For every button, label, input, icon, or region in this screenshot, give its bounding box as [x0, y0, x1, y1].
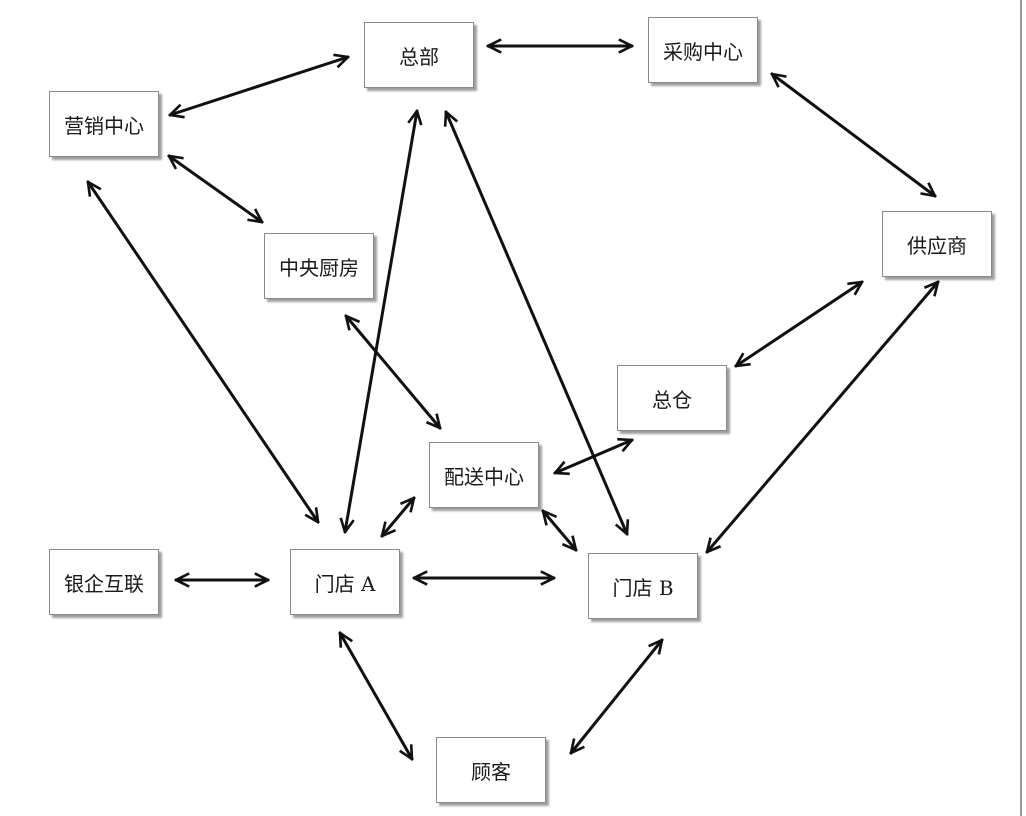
connection-arrow — [169, 156, 262, 222]
node-store-b: 门店 B — [588, 553, 698, 619]
node-marketing: 营销中心 — [49, 91, 159, 157]
node-distribution-center: 配送中心 — [429, 442, 539, 508]
node-supplier: 供应商 — [882, 211, 992, 277]
connection-arrow — [707, 282, 938, 552]
node-customer: 顾客 — [436, 737, 546, 803]
connection-arrow — [543, 511, 576, 550]
connection-arrow — [772, 74, 935, 196]
connection-arrow — [88, 182, 318, 522]
node-store-a: 门店 A — [290, 549, 400, 615]
connection-arrow — [345, 111, 417, 532]
connection-arrow — [346, 316, 440, 428]
connection-arrow — [338, 633, 414, 759]
connection-arrow — [571, 640, 662, 753]
node-central-kitchen: 中央厨房 — [264, 233, 374, 299]
page-edge-line — [1020, 0, 1022, 816]
node-purchasing: 采购中心 — [648, 17, 758, 83]
connection-arrow — [736, 282, 862, 366]
node-main-warehouse: 总仓 — [617, 365, 727, 431]
connection-arrow — [382, 498, 414, 536]
node-bank-link: 银企互联 — [49, 549, 159, 615]
node-hq: 总部 — [364, 22, 474, 88]
connection-arrow — [170, 57, 348, 115]
connection-arrow — [555, 440, 632, 473]
